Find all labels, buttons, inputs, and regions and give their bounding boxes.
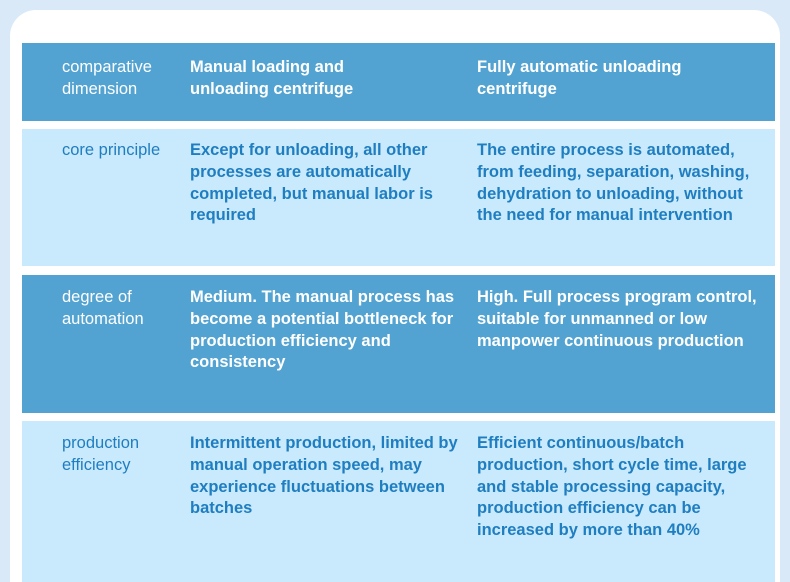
table-row: production efficiency Intermittent produ…	[22, 421, 775, 582]
cell-production-efficiency-automatic: Efficient continuous/batch production, s…	[477, 434, 747, 540]
row-label-core-principle: core principle	[62, 141, 161, 159]
cell-core-principle-automatic: The entire process is automated, from fe…	[477, 141, 750, 225]
row-label-production-efficiency: production efficiency	[62, 434, 140, 474]
row-label-degree-of-automation: degree of automation	[62, 288, 144, 328]
cell-degree-of-automation-manual: Medium. The manual process has become a …	[190, 288, 455, 372]
table-row: degree of automation Medium. The manual …	[22, 275, 775, 413]
header-cell-dimension: comparative dimension	[62, 58, 152, 98]
cell-degree-of-automation-automatic: High. Full process program control, suit…	[477, 288, 757, 350]
table-row: core principle Except for unloading, all…	[22, 129, 775, 266]
header-cell-automatic: Fully automatic unloading centrifuge	[477, 58, 682, 98]
content-card: comparative dimension Manual loading and…	[10, 10, 780, 582]
header-cell-manual: Manual loading and unloading centrifuge	[190, 58, 354, 98]
table-header-row: comparative dimension Manual loading and…	[22, 43, 775, 121]
cell-production-efficiency-manual: Intermittent production, limited by manu…	[190, 434, 458, 518]
cell-core-principle-manual: Except for unloading, all other processe…	[190, 141, 433, 225]
